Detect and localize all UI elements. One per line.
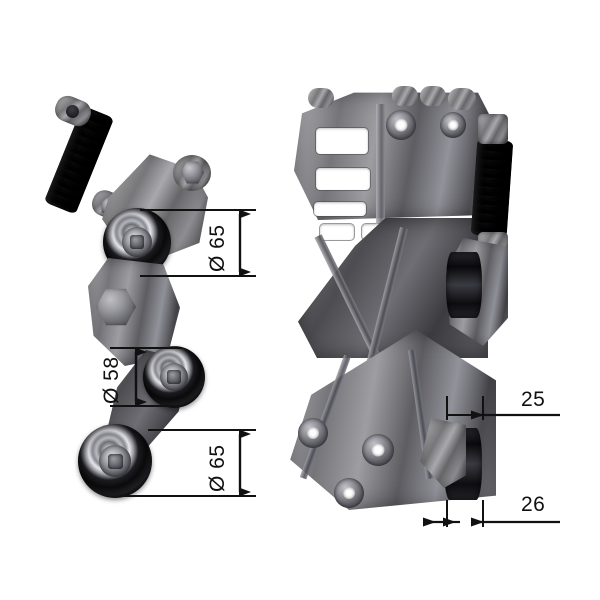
tensioner-assembly-front-view bbox=[0, 0, 270, 600]
bracket-top-boss-2 bbox=[392, 86, 418, 106]
mounting-boss-middle bbox=[362, 434, 394, 466]
mounting-boss-upper-right bbox=[440, 112, 466, 138]
bracket-rib-upper bbox=[376, 104, 385, 224]
middle-pulley bbox=[143, 346, 205, 408]
mounting-boss-left bbox=[298, 418, 328, 448]
upper-pulley-edge bbox=[446, 252, 482, 318]
bracket-window-2 bbox=[316, 168, 370, 190]
bracket-top-boss-3 bbox=[420, 86, 446, 106]
bracket-window-4 bbox=[320, 224, 354, 240]
pivot-bolt bbox=[181, 161, 204, 184]
damper-boot-side bbox=[470, 138, 514, 238]
boot-side-top-cap bbox=[478, 114, 508, 144]
bracket-window-1 bbox=[316, 128, 368, 154]
mounting-boss-upper bbox=[386, 110, 416, 140]
bracket-top-boss-4 bbox=[448, 88, 476, 110]
bracket-top-boss-1 bbox=[308, 88, 334, 108]
mounting-boss-lower bbox=[334, 478, 364, 508]
lower-pulley bbox=[78, 424, 152, 498]
bracket-window-3 bbox=[314, 202, 366, 216]
tensioner-assembly-side-view bbox=[280, 0, 600, 600]
